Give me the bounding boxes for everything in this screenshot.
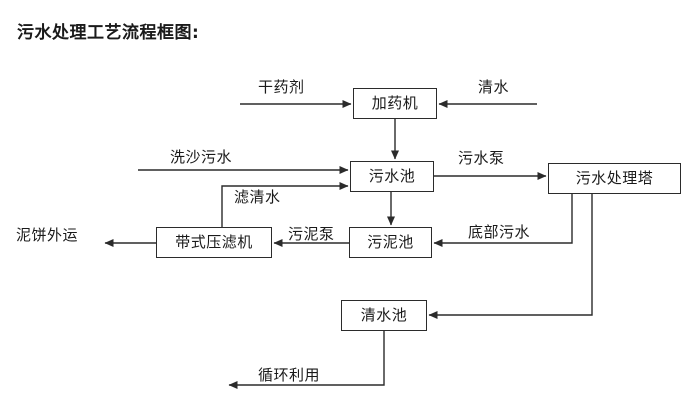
edge-label-recycle-reuse: 循环利用: [258, 366, 321, 384]
node-clean-water-pool[interactable]: 清水池: [341, 300, 427, 331]
edge-label-sand-wash-sewage: 洗沙污水: [170, 148, 233, 166]
node-label: 清水池: [360, 306, 408, 324]
node-wastewater-pool[interactable]: 污水池: [350, 161, 434, 192]
node-label: 污水处理塔: [575, 169, 654, 187]
edge-label-dry-chemical: 干药剂: [258, 78, 305, 96]
page-title: 污水处理工艺流程框图:: [17, 23, 200, 43]
edge-treatment-tower-to-sludge-pool: [433, 194, 573, 247]
edge-label-sewage-pump: 污水泵: [458, 149, 505, 167]
edge-label-clean-water-in: 清水: [478, 78, 510, 96]
terminal-label-mud-cake-out: 泥饼外运: [16, 226, 79, 244]
node-label: 加药机: [371, 94, 419, 112]
node-label: 污泥池: [367, 233, 414, 251]
node-sludge-pool[interactable]: 污泥池: [349, 227, 432, 258]
node-label: 带式压滤机: [175, 233, 253, 251]
node-label: 污水池: [368, 167, 416, 185]
edge-clean-water-pool-to-recycle: [228, 331, 385, 389]
node-belt-filter-press[interactable]: 带式压滤机: [156, 227, 272, 258]
edge-label-sludge-pump: 污泥泵: [288, 225, 335, 243]
node-dosing-machine[interactable]: 加药机: [353, 88, 437, 119]
node-treatment-tower[interactable]: 污水处理塔: [548, 163, 681, 194]
edge-label-bottom-sewage: 底部污水: [468, 223, 531, 241]
edge-belt-filter-press-to-wastewater-pool: [221, 182, 349, 227]
edge-label-filtered-clear-water: 滤清水: [234, 188, 281, 206]
edge-treatment-tower-to-clean-water-pool: [428, 194, 593, 319]
